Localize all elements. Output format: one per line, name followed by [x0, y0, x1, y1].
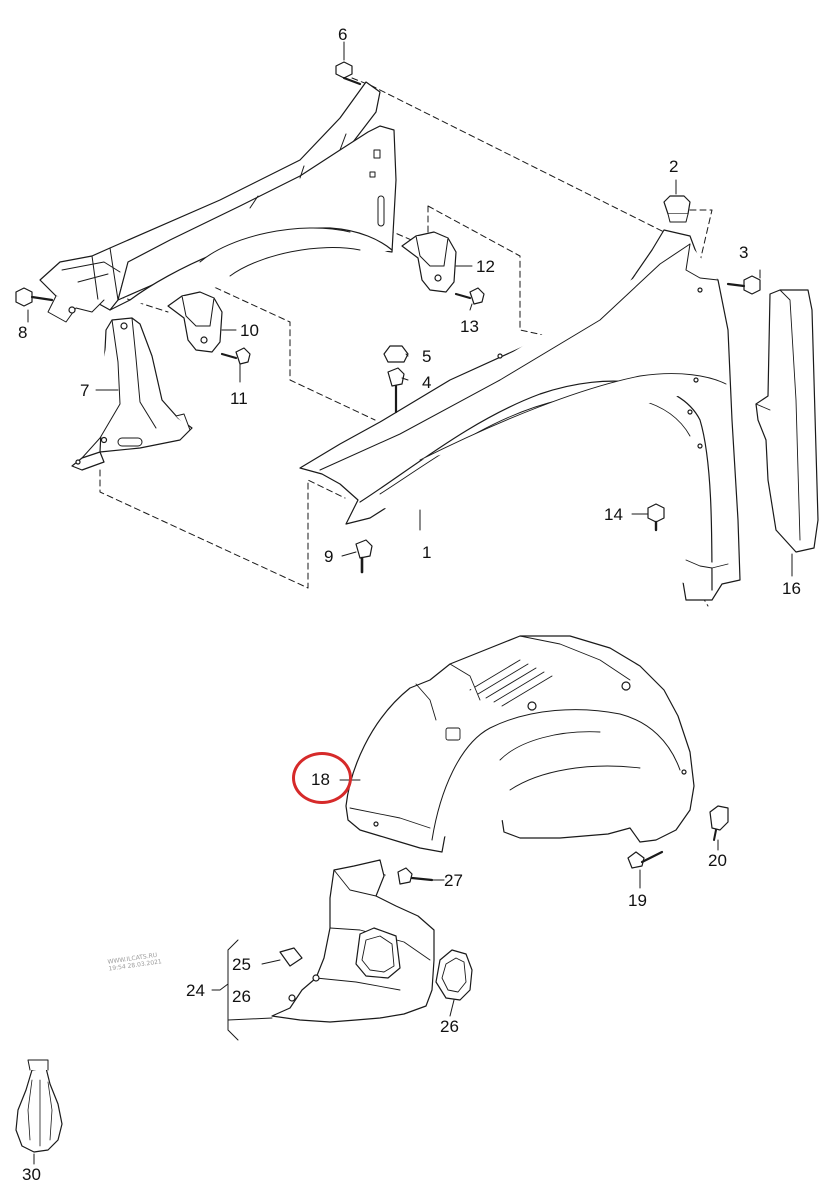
callout-13[interactable]: 13: [460, 317, 479, 336]
callout-14[interactable]: 14: [604, 505, 623, 524]
callout-1[interactable]: 1: [422, 543, 432, 562]
side-panel-16: [755, 289, 819, 553]
fasteners: [15, 61, 761, 967]
cover-26: [435, 949, 473, 1001]
highlight-ring-18: [292, 752, 352, 804]
callout-16[interactable]: 16: [782, 579, 801, 598]
callout-9[interactable]: 9: [324, 547, 334, 566]
callout-26-brace[interactable]: 26: [232, 987, 251, 1006]
wheel-house-liner-18: [345, 635, 695, 853]
callout-8[interactable]: 8: [18, 323, 28, 342]
callout-18[interactable]: 18: [311, 770, 330, 789]
bracket-10: [167, 291, 223, 353]
front-fender: [299, 229, 741, 601]
callout-12[interactable]: 12: [476, 257, 495, 276]
callout-20[interactable]: 20: [708, 851, 727, 870]
callout-27[interactable]: 27: [444, 871, 463, 890]
lower-liner-24: [271, 859, 435, 1023]
callout-6[interactable]: 6: [338, 25, 348, 44]
bracket-12: [401, 231, 457, 293]
callout-11[interactable]: 11: [230, 389, 248, 408]
front-body-structure: [39, 81, 397, 323]
callout-10[interactable]: 10: [240, 321, 259, 340]
callout-26[interactable]: 26: [440, 1017, 459, 1036]
callout-5[interactable]: 5: [422, 347, 432, 366]
callout-3[interactable]: 3: [739, 243, 749, 262]
bracket-7: [71, 317, 193, 471]
callout-4[interactable]: 4: [422, 373, 432, 392]
callout-30[interactable]: 30: [22, 1165, 41, 1184]
callout-7[interactable]: 7: [80, 381, 90, 400]
boot-30: [15, 1059, 63, 1153]
callout-19[interactable]: 19: [628, 891, 647, 910]
callout-24[interactable]: 24: [186, 981, 205, 1000]
callout-2[interactable]: 2: [669, 157, 679, 176]
callout-25[interactable]: 25: [232, 955, 251, 974]
